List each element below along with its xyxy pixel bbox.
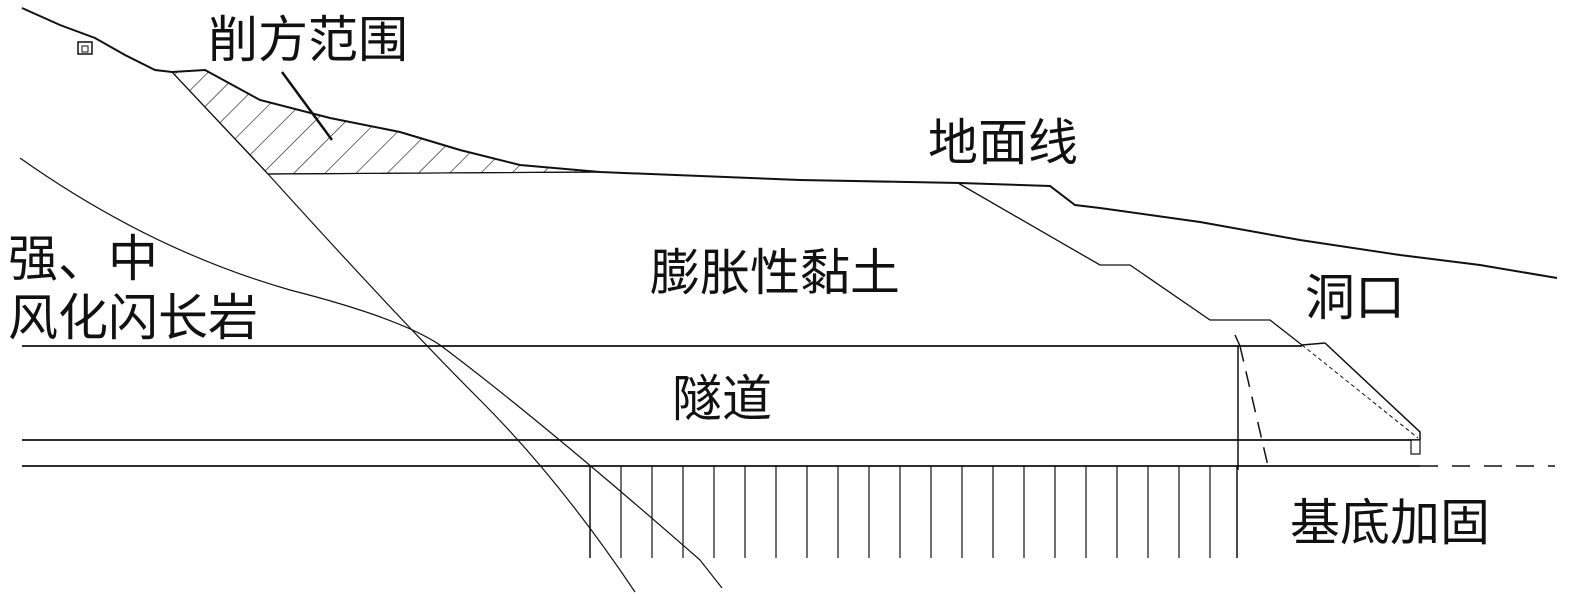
portal-end-symbol: [1410, 439, 1421, 455]
label-rock-type-line1: 强、中: [8, 230, 158, 288]
excavation-slope-line: [171, 71, 269, 175]
label-ground-line: 地面线: [928, 114, 1078, 172]
label-tunnel: 隧道: [672, 370, 772, 428]
rock-boundary-curve: [19, 157, 723, 589]
excavation-bottom-line: [267, 171, 601, 175]
portal-hood-outline: [1324, 342, 1421, 440]
label-expansive-clay: 膨胀性黏土: [650, 244, 900, 302]
base-reinforcement-piles: [589, 466, 1238, 558]
label-rock-type-line2: 风化闪长岩: [8, 289, 258, 347]
portal-face-solid: [1234, 334, 1241, 347]
house-symbol-inner: [81, 45, 89, 53]
clay-boundary-line: [957, 182, 1303, 346]
excavation-area: [170, 69, 601, 175]
portal-face-dashed: [1239, 345, 1269, 467]
excavation-leader-line: [280, 71, 334, 141]
label-base-reinforcement: 基底加固: [1290, 494, 1490, 552]
label-excavation-range: 削方范围: [208, 11, 408, 69]
label-portal: 洞口: [1305, 269, 1405, 327]
portal-hood-dashed: [1301, 344, 1419, 439]
fault-line: [267, 173, 636, 593]
portal-hood-tip: [1301, 342, 1326, 346]
ground-surface-line: [21, 7, 1558, 279]
